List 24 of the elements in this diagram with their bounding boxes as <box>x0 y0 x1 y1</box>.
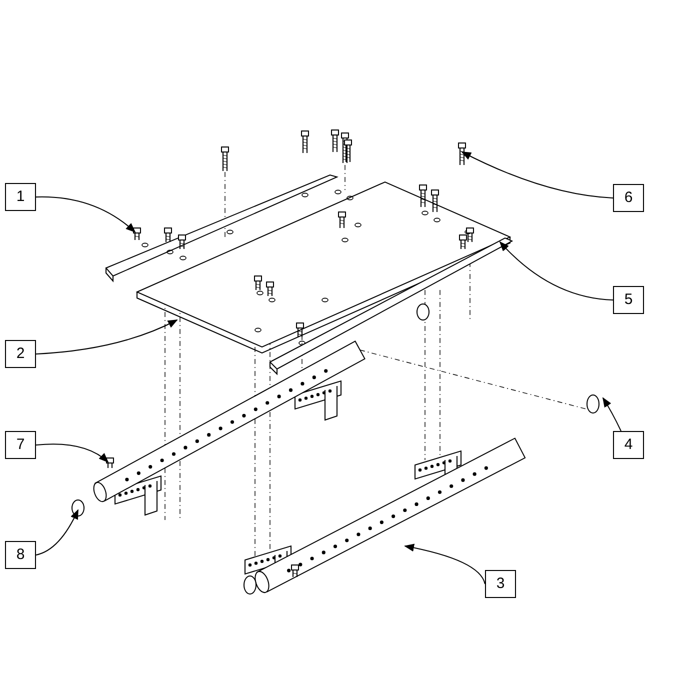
callout-number: 5 <box>624 290 633 310</box>
leader-line <box>36 509 78 556</box>
callout-box <box>485 570 516 598</box>
leader-line <box>499 241 614 300</box>
callout-box <box>5 340 36 368</box>
callout-number: 2 <box>16 344 25 364</box>
callout-box <box>613 184 644 212</box>
callout-number: 6 <box>624 188 633 208</box>
callout-number: 1 <box>16 186 25 207</box>
leader-line <box>461 152 614 198</box>
callout-box <box>5 183 36 211</box>
leader-line <box>36 444 109 463</box>
leader-line <box>602 397 622 432</box>
callout-number: 4 <box>624 434 633 455</box>
callout-box <box>613 286 644 314</box>
leader-line <box>36 320 178 354</box>
callout-number: 3 <box>496 574 505 594</box>
leader-line <box>36 196 136 233</box>
callout-box <box>5 431 36 459</box>
callout-number: 7 <box>16 434 25 455</box>
callout-number: 8 <box>16 544 25 565</box>
callout-box <box>613 431 644 459</box>
leader-line <box>404 544 486 584</box>
callout-box <box>5 541 36 569</box>
